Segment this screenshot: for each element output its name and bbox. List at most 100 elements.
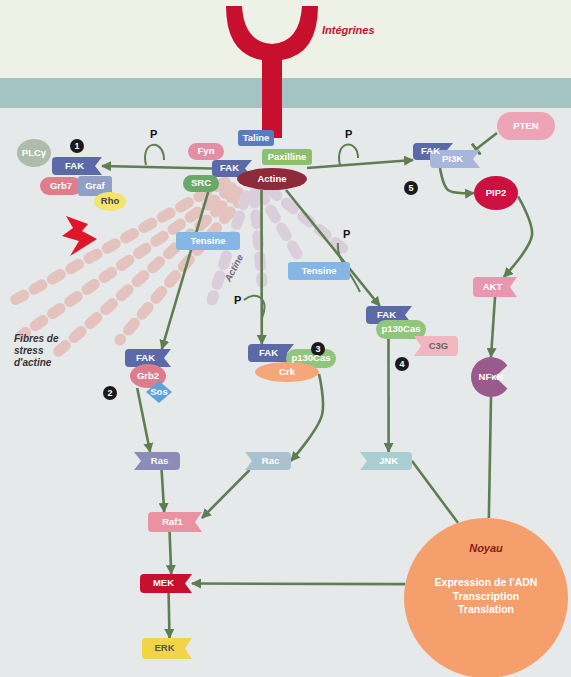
callout-number: 2 (103, 386, 117, 400)
shape-fill (430, 150, 480, 168)
protein-shape: C3G (414, 336, 458, 356)
protein-name: NFκB (479, 372, 504, 382)
protein-name: MEK (153, 578, 174, 588)
shape-fill (237, 168, 307, 190)
protein-name: Tensine (190, 236, 225, 246)
protein-name: PTEN (513, 121, 538, 131)
signal-arrow (137, 388, 150, 452)
cytoplasm-area (0, 80, 571, 677)
receptor-label: Intégrines (322, 24, 375, 36)
protein-name: Tensine (301, 266, 336, 276)
protein-name: JNK (379, 456, 398, 466)
shape-fill (471, 357, 507, 397)
inhibition-connector (475, 133, 497, 150)
protein-name: Grb7 (50, 181, 72, 191)
protein-shape: SRC (183, 175, 219, 192)
shape-fill (146, 381, 172, 403)
protein-name: p130Cas (381, 324, 420, 334)
signal-arrow (162, 192, 208, 349)
signal-arrow (489, 397, 491, 518)
signal-arrow (260, 190, 263, 344)
protein-name: FAK (259, 348, 278, 358)
shape-fill (360, 452, 412, 470)
protein-name: FAK (65, 161, 84, 171)
phospho-label: P (234, 294, 241, 306)
callout-number: 5 (404, 181, 418, 195)
protein-shape: Tensine (176, 232, 240, 250)
protein-shape: Taline (238, 130, 274, 146)
nucleus-title: Noyau (469, 542, 503, 554)
protein-name: FAK (136, 353, 155, 363)
nucleus-body: Expression de l'ADN Transcription Transl… (429, 576, 544, 617)
shape-fill (142, 638, 192, 659)
phospho-arc (145, 145, 164, 165)
protein-shape: Sos (146, 381, 172, 403)
protein-name: Actine (257, 174, 286, 184)
protein-name: PI3K (442, 154, 463, 164)
callout-number: 4 (395, 357, 409, 371)
protein-name: Raf1 (162, 517, 183, 527)
signal-arrow (202, 470, 250, 518)
protein-shape: Rho (94, 192, 126, 211)
signal-arrow (102, 166, 212, 169)
shape-fill (474, 176, 518, 210)
signal-arrow (504, 196, 532, 277)
shape-fill (414, 336, 458, 356)
cell-membrane (0, 78, 571, 108)
protein-shape: MEK (140, 574, 192, 593)
actin-fiber (58, 192, 238, 352)
shape-fill (148, 512, 202, 532)
protein-shape: Grb7 (40, 177, 82, 195)
protein-shape: ERK (142, 638, 192, 659)
protein-shape: FAK (52, 157, 102, 175)
protein-name: Sos (150, 387, 167, 397)
signal-arrow (167, 593, 170, 638)
actin-fiber (15, 182, 225, 300)
protein-shape: Rac (245, 452, 291, 470)
nucleus-circle: NoyauExpression de l'ADN Transcription T… (404, 518, 568, 677)
actin-fiber (22, 188, 232, 335)
signal-arrow (387, 339, 390, 452)
protein-name: C3G (429, 341, 449, 351)
protein-name: FAK (220, 163, 239, 173)
fiber-label: Fibres de stress d'actine (14, 333, 64, 369)
shape-fill (17, 139, 51, 167)
signal-arrow (440, 168, 474, 193)
signal-arrow (291, 374, 323, 461)
protein-shape: Crk (255, 362, 319, 382)
signal-arrow (286, 190, 380, 306)
signal-arrow (170, 532, 172, 574)
protein-shape: PTEN (497, 112, 555, 140)
signal-arrow (491, 297, 495, 357)
shape-fill (134, 452, 180, 470)
protein-name: FAK (377, 310, 396, 320)
integrin-receptor (226, 6, 318, 138)
signal-arrow (192, 582, 405, 585)
protein-name: Ras (151, 456, 168, 466)
protein-name: ERK (154, 643, 174, 653)
signal-arrow (412, 461, 458, 523)
protein-name: Graf (85, 181, 105, 191)
protein-shape: PLCγ (17, 139, 51, 167)
protein-shape: Ras (134, 452, 180, 470)
protein-shape: Raf1 (148, 512, 202, 532)
protein-name: Fyn (198, 146, 215, 156)
protein-name: PLCγ (22, 148, 46, 158)
phospho-label: P (345, 128, 352, 140)
phospho-label: P (150, 128, 157, 140)
protein-shape: NFκB (466, 357, 516, 397)
shape-fill (255, 362, 319, 382)
protein-shape: AKT (473, 277, 517, 297)
shape-fill (404, 518, 568, 677)
shape-fill (245, 452, 291, 470)
lightning-symbol (62, 216, 97, 256)
shape-fill (140, 574, 192, 593)
protein-name: AKT (483, 282, 503, 292)
callout-number: 1 (70, 139, 84, 153)
extracellular-area (0, 0, 571, 80)
protein-shape: Actine (237, 168, 307, 190)
phospho-label: P (343, 228, 350, 240)
protein-name: FAK (421, 146, 440, 156)
